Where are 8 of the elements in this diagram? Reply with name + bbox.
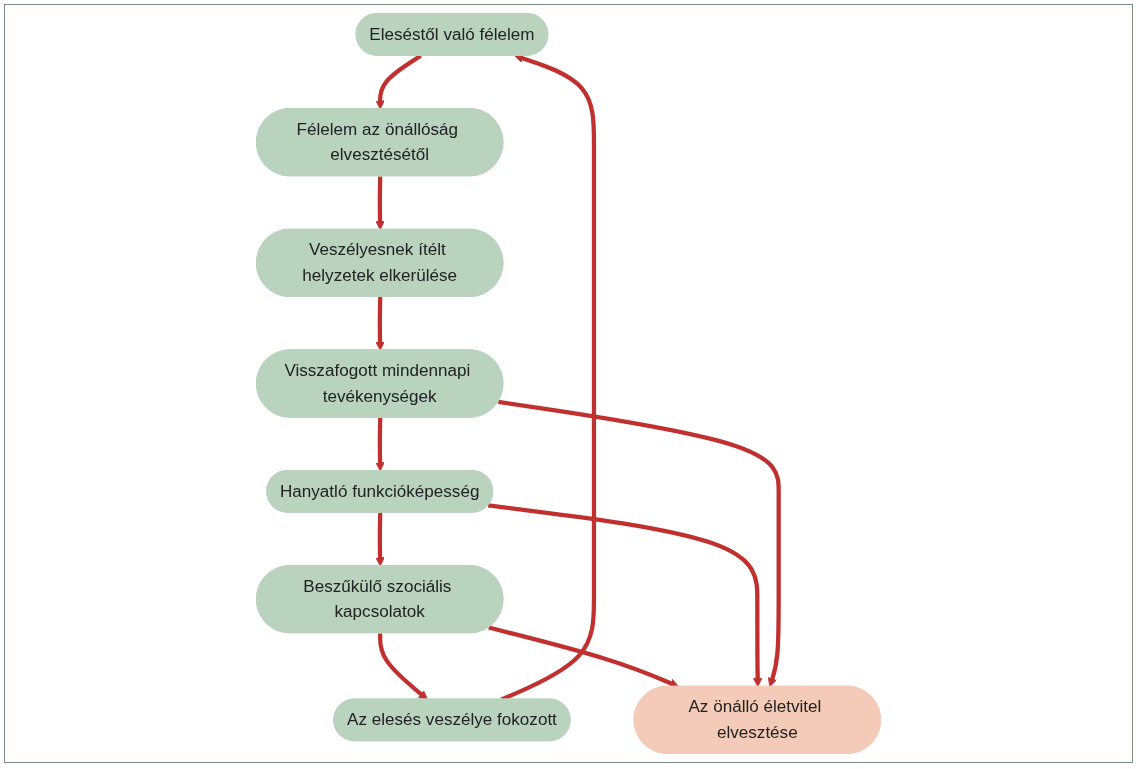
arrow — [375, 417, 385, 472]
arrow — [487, 503, 763, 688]
arrow — [497, 399, 781, 688]
arrow — [488, 625, 680, 688]
arrow — [378, 633, 428, 700]
arrow — [375, 176, 385, 231]
arrow — [375, 512, 385, 567]
arrow — [375, 296, 385, 351]
